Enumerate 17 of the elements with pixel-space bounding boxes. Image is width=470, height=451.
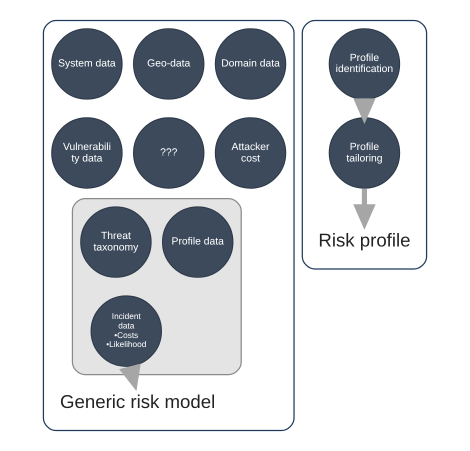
cluster: [42, 20, 295, 432]
node-circle: Profile data: [162, 206, 234, 278]
node-circle: Profile tailoring: [328, 117, 400, 189]
cluster: [72, 198, 242, 376]
node-circle: Domain data: [214, 28, 286, 100]
node-circle: System data: [51, 28, 123, 100]
cluster: [302, 20, 428, 270]
arrow: [353, 188, 376, 230]
node-circle: Threat taxonomy: [80, 206, 152, 278]
node-circle: Incident data •Costs •Likelihood: [90, 295, 162, 367]
node-text: Risk profile: [318, 230, 411, 251]
node-circle: Geo-data: [133, 28, 204, 100]
node-circle: ???: [133, 117, 204, 189]
node-circle: Attacker cost: [214, 117, 286, 189]
node-circle: Vulnerabili ty data: [51, 117, 123, 189]
arrow: [119, 363, 141, 392]
node-text: Generic risk model: [60, 391, 216, 412]
